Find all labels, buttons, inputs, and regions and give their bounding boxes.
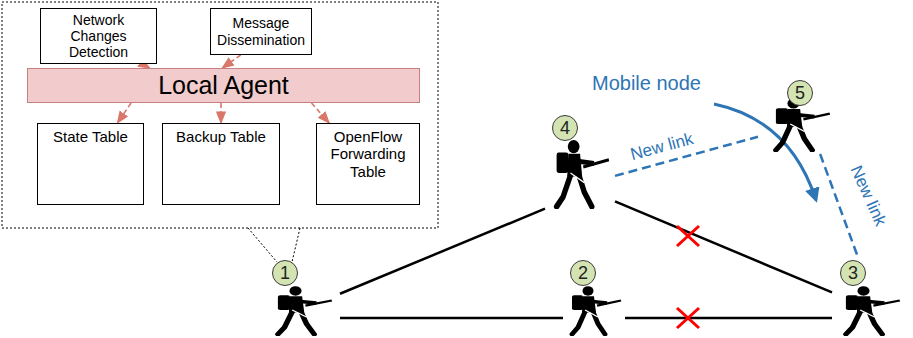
soldier-figure bbox=[547, 137, 611, 209]
soldier-figure bbox=[268, 284, 334, 336]
zoom-leader bbox=[248, 228, 300, 262]
callout-number: 1 bbox=[272, 260, 298, 286]
process-box: Network Changes Detection bbox=[40, 8, 157, 64]
dashed-arrow bbox=[117, 103, 131, 123]
callout-number: 5 bbox=[787, 80, 813, 106]
box-label: Local Agent bbox=[158, 71, 289, 100]
callout-number: 3 bbox=[840, 260, 866, 286]
table-box: OpenFlow Forwarding Table bbox=[316, 123, 420, 205]
radio-link bbox=[615, 201, 832, 292]
box-label: Backup Table bbox=[167, 128, 275, 145]
soldier-figure bbox=[563, 284, 623, 336]
callout-number: 4 bbox=[552, 115, 578, 141]
radio-link bbox=[340, 209, 545, 294]
box-label: Message Dissemination bbox=[215, 15, 307, 47]
agent-band: Local Agent bbox=[27, 68, 420, 103]
dashed-arrow bbox=[220, 103, 222, 123]
link-label: New link bbox=[628, 129, 695, 165]
box-label: State Table bbox=[42, 128, 139, 145]
radio-link bbox=[340, 317, 563, 320]
table-box: Backup Table bbox=[162, 123, 280, 205]
agent-detail-frame bbox=[2, 2, 438, 228]
dashed-arrow bbox=[312, 103, 330, 123]
link-label: New link bbox=[846, 163, 890, 230]
process-box: Message Dissemination bbox=[210, 8, 312, 55]
table-box: State Table bbox=[37, 123, 144, 205]
link-failure-mark bbox=[677, 226, 699, 328]
box-label: Network Changes Detection bbox=[45, 12, 152, 60]
soldier-node: 3 bbox=[832, 258, 906, 336]
radio-link bbox=[625, 317, 832, 320]
dashed-arrow bbox=[222, 55, 240, 68]
soldier-node: 5 bbox=[758, 78, 840, 154]
soldier-figure bbox=[836, 284, 902, 336]
soldier-node: 2 bbox=[563, 258, 625, 336]
callout-number: 2 bbox=[570, 260, 596, 286]
box-label: OpenFlow Forwarding Table bbox=[321, 128, 415, 180]
soldier-node: 4 bbox=[545, 113, 615, 213]
soldier-node: 1 bbox=[265, 258, 340, 336]
annotation-text: Mobile node bbox=[592, 72, 701, 95]
